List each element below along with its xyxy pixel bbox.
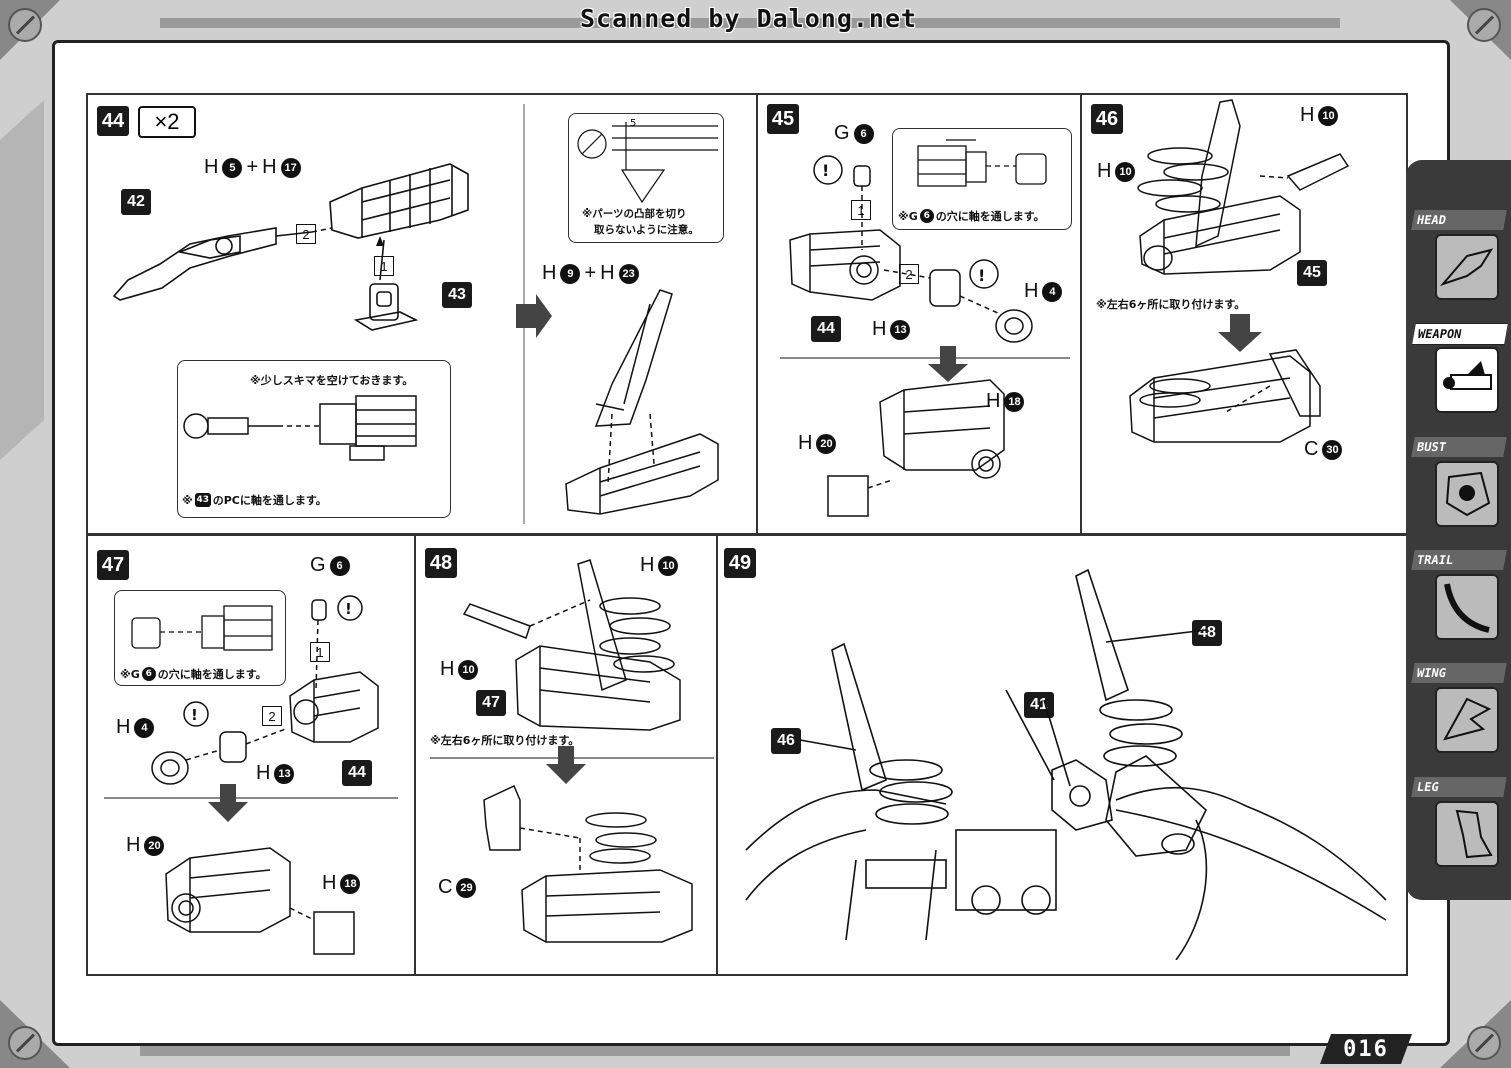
callout-badge: 47: [476, 690, 506, 716]
bust-icon: [1435, 461, 1499, 527]
corner-bolt-icon: [8, 1026, 42, 1060]
step-44-drawing: [112, 163, 469, 331]
assembly-order: 1: [310, 642, 330, 662]
step-44-assembly-drawing: [565, 289, 719, 515]
quantity-badge: ×2: [138, 106, 196, 138]
step-47-drawing: ! !: [104, 595, 398, 955]
tab-wing[interactable]: WING: [1411, 663, 1507, 763]
svg-text:!: !: [978, 266, 985, 285]
tab-weapon[interactable]: WEAPON: [1411, 323, 1509, 423]
instruction-note: ※左右6ヶ所に取り付けます。: [1096, 298, 1246, 311]
tab-label: BUST: [1411, 437, 1507, 457]
tab-label: WING: [1411, 663, 1507, 683]
callout-badge: 44: [342, 760, 372, 786]
detail-drawing: [131, 605, 273, 651]
corner-bolt-icon: [1467, 1026, 1501, 1060]
callout-badge: 42: [121, 189, 151, 215]
step-46-drawing: [1129, 99, 1350, 443]
instruction-note: ※少しスキマを空けておきます。: [250, 374, 414, 387]
instruction-note: ※左右6ヶ所に取り付けます。: [430, 734, 580, 747]
trail-icon: [1435, 574, 1499, 640]
caution-note-line1: ※パーツの凸部を切り: [582, 208, 687, 220]
step-number: 48: [425, 548, 457, 578]
step-number: 49: [724, 548, 756, 578]
step-48-drawing: [430, 559, 714, 943]
scan-watermark: Scanned by Dalong.net: [580, 4, 918, 33]
step-45-drawing: ! !: [780, 155, 1070, 517]
tab-label: WEAPON: [1411, 323, 1509, 345]
tab-label: TRAIL: [1411, 550, 1507, 570]
tab-label: LEG: [1411, 777, 1507, 797]
callout-badge: 45: [1297, 260, 1327, 286]
step-number: 44: [97, 106, 129, 136]
svg-text:!: !: [345, 600, 352, 618]
callout-badge: 46: [771, 728, 801, 754]
tab-trail[interactable]: TRAIL: [1411, 550, 1507, 650]
detail-box: [177, 360, 451, 518]
detail-number: 5: [630, 118, 637, 129]
tab-head[interactable]: HEAD: [1411, 210, 1507, 310]
detail-drawing: [183, 395, 417, 461]
callout-badge: 41: [1024, 692, 1054, 718]
step-number: 47: [97, 550, 129, 580]
page-number: 016: [1320, 1034, 1412, 1064]
head-icon: [1435, 234, 1499, 300]
corner-bolt-icon: [8, 8, 42, 42]
assembly-order: 1: [374, 256, 394, 276]
callout-badge: 43: [442, 282, 472, 308]
corner-bolt-icon: [1467, 8, 1501, 42]
step-number: 45: [767, 104, 799, 134]
tab-bust[interactable]: BUST: [1411, 437, 1507, 537]
svg-text:!: !: [822, 161, 829, 180]
tab-label: HEAD: [1411, 210, 1507, 230]
weapon-icon: [1435, 347, 1499, 413]
callout-badge: 44: [811, 316, 841, 342]
assembly-order: 1: [851, 200, 871, 220]
step-49-drawing: [745, 568, 1387, 960]
step-49-panel: [716, 534, 1408, 976]
tab-leg[interactable]: LEG: [1411, 777, 1507, 877]
assembly-order: 2: [262, 706, 282, 726]
svg-text:!: !: [191, 706, 198, 724]
leg-icon: [1435, 801, 1499, 867]
caution-note-line2: 取らないように注意。: [594, 224, 699, 236]
step-number: 46: [1091, 104, 1123, 134]
caution-box: [568, 113, 724, 243]
callout-badge: 48: [1192, 620, 1222, 646]
step-44-drawing-right: [516, 104, 552, 524]
caution-drawing: [577, 122, 718, 204]
detail-drawing: [917, 139, 1047, 187]
wing-icon: [1435, 687, 1499, 753]
